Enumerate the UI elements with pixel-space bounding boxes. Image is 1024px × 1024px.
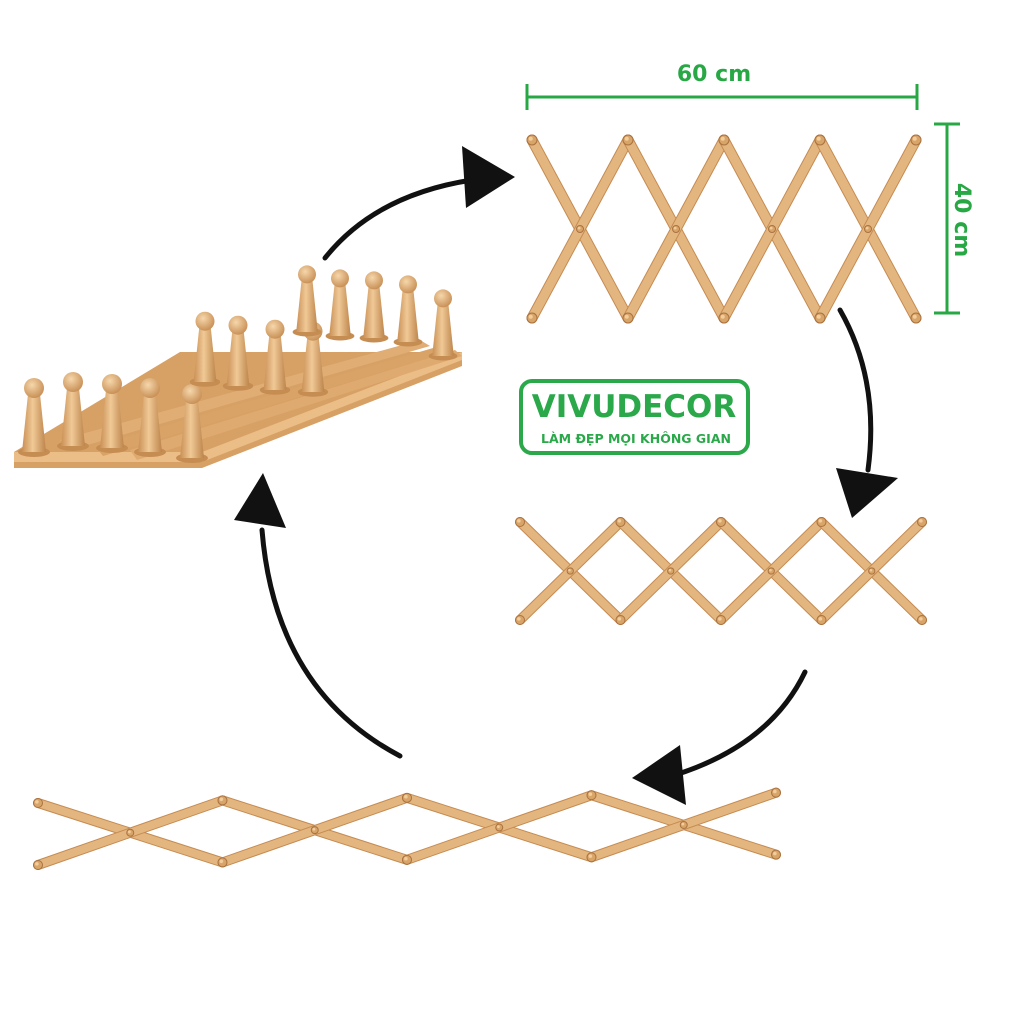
width-dimension: 60 cm [525,62,919,110]
peg-knob [399,275,417,294]
peg-knob [298,265,316,284]
peg-highlight [773,851,777,856]
lattice-rack-half-extended [515,517,927,625]
peg-highlight [568,568,571,572]
peg-knob [195,311,215,331]
peg-highlight [404,856,408,861]
peg-highlight [673,226,677,230]
peg-body [263,334,287,390]
lattice-rack-fully-extended [33,787,781,870]
peg-highlight [404,794,408,799]
peg-highlight [517,519,521,523]
peg-body [226,330,250,386]
peg-highlight [912,314,917,319]
curved-arrow-icon [234,473,403,759]
peg-highlight [577,226,581,230]
brand-tagline: LÀM ĐẸP MỌI KHÔNG GIAN [541,431,731,446]
peg-highlight [773,789,777,794]
brand-name: VIVUDECOR [532,389,737,425]
peg-highlight [588,792,593,796]
peg-knob [182,384,202,404]
brand-logo: VIVUDECOR LÀM ĐẸP MỌI KHÔNG GIAN [519,379,750,455]
peg-highlight [517,617,521,621]
peg-highlight [816,136,821,141]
peg-highlight [718,617,722,621]
peg-body [61,388,85,446]
peg-body [397,289,419,342]
peg-body [193,326,217,382]
peg-body [138,394,162,452]
peg-highlight [720,314,725,319]
peg-highlight [496,825,500,829]
cycle-arrows [234,146,898,805]
peg-body [180,400,204,458]
peg-highlight [769,568,772,572]
peg-highlight [35,800,39,804]
peg-highlight [588,854,593,858]
peg-highlight [219,859,224,864]
peg-highlight [912,136,917,141]
lattice-rack-closed [526,134,922,324]
peg-knob [140,378,160,398]
peg-highlight [668,568,672,572]
folded-rack [14,265,462,468]
peg-body [100,390,124,448]
peg-body [363,285,385,338]
curved-arrow-icon [836,307,898,518]
peg-highlight [818,617,823,621]
peg-knob [331,269,349,288]
peg-knob [228,315,248,335]
curved-arrow-icon [632,669,808,805]
peg-body [329,283,351,336]
peg-body [22,394,46,452]
peg-highlight [528,314,533,319]
peg-knob [265,319,285,339]
peg-knob [365,271,383,290]
peg-highlight [718,519,722,523]
width-label: 60 cm [677,62,751,87]
peg-body [301,336,325,392]
peg-highlight [818,519,823,523]
peg-highlight [919,617,923,621]
peg-highlight [865,226,869,230]
folded-rack-pegs [18,265,458,463]
peg-highlight [681,822,685,826]
peg-highlight [720,136,725,141]
curved-arrow-icon [322,146,515,261]
peg-highlight [35,862,39,866]
peg-highlight [624,314,629,319]
peg-highlight [769,226,773,230]
peg-knob [434,289,452,308]
height-dimension: 40 cm [934,122,974,315]
peg-highlight [919,519,923,523]
peg-knob [63,372,83,392]
peg-body [296,279,318,332]
peg-highlight [617,519,622,523]
peg-knob [24,378,44,398]
peg-highlight [528,136,533,141]
peg-highlight [869,568,873,572]
peg-highlight [312,827,316,831]
peg-highlight [816,314,821,319]
peg-highlight [624,136,629,141]
height-label: 40 cm [949,183,974,257]
peg-highlight [127,830,131,834]
peg-highlight [219,797,224,802]
peg-highlight [617,617,622,621]
peg-knob [102,374,122,394]
peg-body [432,303,454,356]
